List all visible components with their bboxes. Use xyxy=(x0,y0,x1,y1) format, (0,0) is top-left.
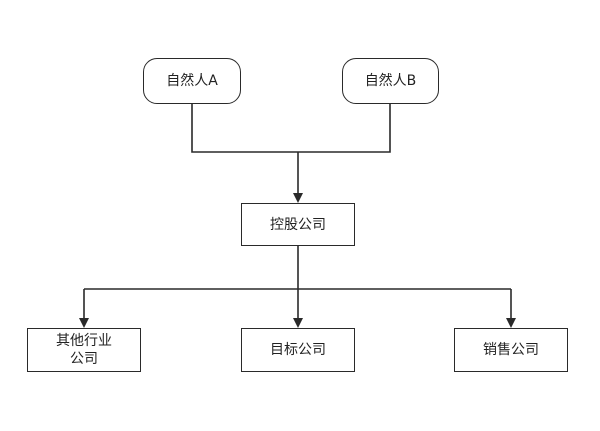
node-sales-company-label: 销售公司 xyxy=(483,342,539,358)
node-target-company: 目标公司 xyxy=(241,328,355,372)
node-person-b-label: 自然人B xyxy=(364,73,417,89)
node-person-a: 自然人A xyxy=(143,58,241,104)
node-sales-company: 销售公司 xyxy=(454,328,568,372)
node-holding-company: 控股公司 xyxy=(241,203,355,246)
node-other-industry-company: 其他行业 公司 xyxy=(27,328,141,372)
node-other-industry-company-label: 其他行业 公司 xyxy=(56,333,112,367)
node-person-b: 自然人B xyxy=(342,58,439,104)
node-holding-company-label: 控股公司 xyxy=(270,216,326,233)
connector-person-a-to-holding xyxy=(191,104,298,153)
node-target-company-label: 目标公司 xyxy=(270,342,326,358)
node-person-a-label: 自然人A xyxy=(166,73,218,89)
connector-person-b-to-holding xyxy=(298,104,391,153)
